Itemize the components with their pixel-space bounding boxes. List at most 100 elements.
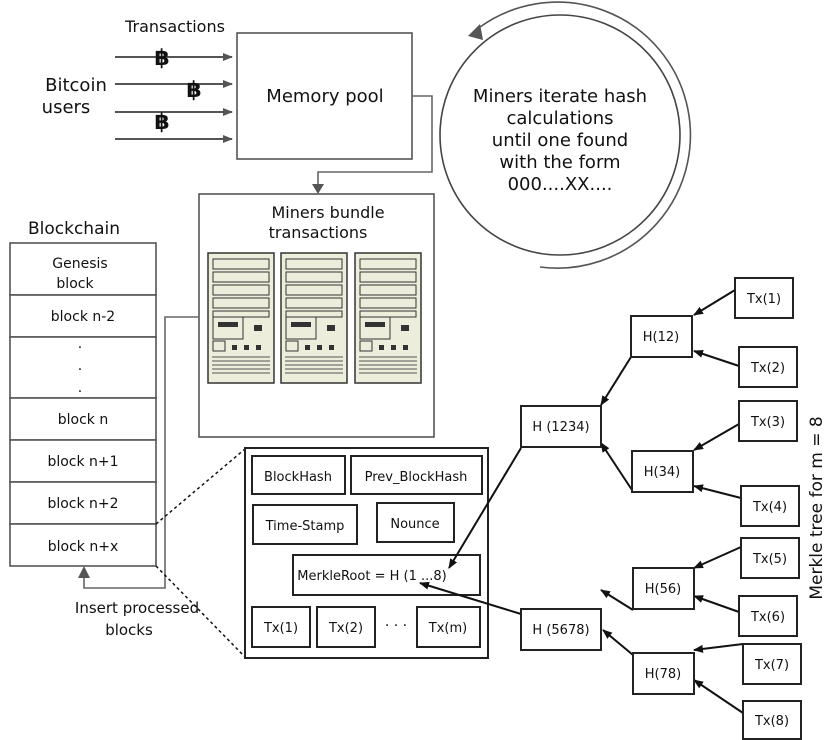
prev-blockhash-label: Prev_BlockHash [365, 470, 468, 485]
node-h34-label: H(34) [644, 465, 680, 480]
edge-h56-to-h5678 [600, 589, 634, 611]
computer-icon [207, 252, 275, 384]
edge-tx6-to-h56 [693, 595, 740, 613]
edge-tx8-to-h78 [693, 679, 744, 714]
header-tx2-field [316, 606, 376, 648]
block-n-plus-1-label: block n+1 [47, 454, 118, 470]
merkle-tree-side-label: Merkle tree for m = 8 [807, 416, 827, 599]
leaf-tx1 [734, 277, 794, 319]
insert-processed-label-line2: blocks [105, 621, 153, 639]
leaf-tx2 [738, 346, 798, 388]
leaf-tx8-label: Tx(8) [754, 714, 789, 729]
miners-bundle-label-line1: Miners bundle [271, 203, 384, 222]
node-h1234-label: H (1234) [532, 420, 589, 435]
header-tx1-label: Tx(1) [263, 621, 298, 636]
node-h5678-label: H (5678) [532, 623, 589, 638]
leaf-tx3 [738, 400, 798, 442]
node-h34 [631, 450, 694, 493]
header-tx-ellipsis: · · · [385, 618, 407, 634]
leaf-tx4 [740, 485, 800, 527]
nounce-field [376, 502, 455, 543]
node-h5678 [520, 608, 602, 651]
block-genesis-label-line1: Genesis [52, 256, 107, 272]
node-h56-label: H(56) [645, 582, 681, 597]
timestamp-field [252, 504, 358, 545]
node-h78 [632, 652, 695, 695]
leaf-tx8 [742, 700, 802, 740]
miners-iterate-circle [439, 14, 681, 256]
block-ellipsis-dot-2: . [78, 358, 82, 374]
edge-tx2-to-h12 [693, 350, 740, 367]
leaf-tx2-label: Tx(2) [750, 361, 785, 376]
edge-h34-to-h1234 [600, 442, 633, 491]
node-h78-label: H(78) [645, 667, 681, 682]
insert-arrowhead [78, 566, 90, 578]
leaf-tx1-label: Tx(1) [746, 292, 781, 307]
node-h12 [630, 315, 693, 358]
node-h12-label: H(12) [643, 330, 679, 345]
blockchain-title: Blockchain [28, 219, 120, 239]
timestamp-label: Time-Stamp [265, 519, 345, 534]
insert-processed-label-line1: Insert processed [75, 599, 199, 617]
pool-to-miners-connector [317, 95, 433, 188]
miners-bundle-label-line2: transactions [269, 223, 368, 242]
leaf-tx7-label: Tx(7) [754, 658, 789, 673]
memory-pool-box [236, 32, 413, 160]
computer-icon [354, 252, 422, 384]
transactions-label: Transactions [124, 17, 225, 36]
blockhash-field [251, 455, 346, 495]
leaf-tx5 [740, 537, 800, 579]
merkle-root-label: MerkleRoot = H (1 ...8) [297, 569, 446, 584]
edge-tx1-to-h12 [693, 289, 736, 316]
miners-iterate-line-3: until one found [492, 130, 628, 151]
block-genesis-label-line2: block [56, 276, 94, 292]
block-ellipsis-dot-1: . [78, 336, 82, 352]
block-n-plus-2-label: block n+2 [47, 496, 118, 512]
zoom-line-top [155, 448, 246, 525]
header-tx1-field [251, 606, 311, 648]
block-ellipsis [9, 336, 157, 399]
iterate-cycle-arrow [479, 1, 692, 269]
edge-tx5-to-h56 [693, 546, 742, 569]
edge-h1234-to-merkle-root [448, 447, 522, 569]
computer-icon [280, 252, 348, 384]
bitcoin-icon-2: ฿ [186, 78, 201, 103]
header-txm-label: Tx(m) [428, 621, 467, 636]
edge-tx7-to-h78 [693, 643, 744, 653]
block-ellipsis-dot-3: . [78, 380, 82, 396]
block-n-plus-2 [9, 481, 157, 525]
bitcoin-icon-1: ฿ [154, 46, 169, 71]
edge-h5678-to-merkle-root [419, 581, 522, 615]
miners-iterate-line-5: 000....XX.... [508, 174, 613, 195]
block-genesis [9, 242, 157, 296]
miners-iterate-line-4: with the form [499, 152, 620, 173]
leaf-tx4-label: Tx(4) [752, 500, 787, 515]
bitcoin-users-label-line2: users [42, 97, 91, 118]
block-n-minus-2-label: block n-2 [51, 309, 115, 325]
block-n [9, 397, 157, 441]
leaf-tx7 [742, 643, 802, 685]
block-n-plus-x-label: block n+x [48, 539, 119, 555]
miners-iterate-line-2: calculations [506, 108, 613, 129]
blockhash-label: BlockHash [264, 470, 332, 485]
edge-tx4-to-h34 [693, 484, 742, 499]
block-n-label: block n [58, 412, 108, 428]
memory-pool-label: Memory pool [266, 86, 383, 107]
edge-h78-to-h5678 [602, 629, 634, 656]
leaf-tx5-label: Tx(5) [752, 552, 787, 567]
node-h1234 [520, 405, 602, 448]
header-tx2-label: Tx(2) [328, 621, 363, 636]
nounce-label: Nounce [390, 517, 439, 532]
pool-to-miners-arrowhead [312, 184, 324, 194]
bitcoin-icon-3: ฿ [154, 110, 169, 135]
bitcoin-users-label-line1: Bitcoin [45, 75, 107, 96]
edge-tx3-to-h34 [693, 423, 740, 451]
miners-to-blockchain-connector [83, 316, 199, 589]
leaf-tx3-label: Tx(3) [750, 415, 785, 430]
leaf-tx6-label: Tx(6) [750, 610, 785, 625]
node-h56 [632, 567, 695, 610]
prev-blockhash-field [350, 455, 483, 495]
leaf-tx6 [738, 595, 798, 637]
miners-iterate-line-1: Miners iterate hash [473, 86, 647, 107]
